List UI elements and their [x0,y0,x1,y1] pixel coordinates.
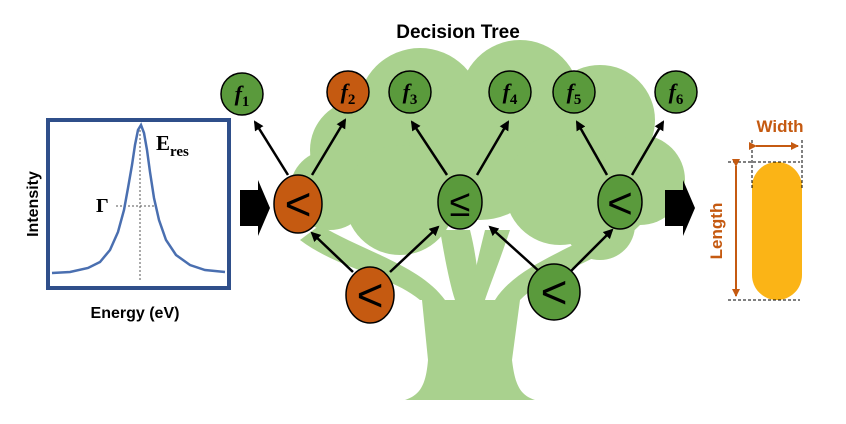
resonance-energy-label: Eres [156,131,189,160]
svg-text:<: < [607,179,633,228]
svg-text:f6: f6 [669,79,684,108]
svg-text:<: < [285,178,312,230]
spectrum-frame [46,118,231,290]
nanorod-output: Width Length [707,117,804,301]
decision-node-bottom-left: < [345,266,395,324]
tree-edges [253,118,665,273]
svg-text:f4: f4 [503,79,518,108]
svg-text:f2: f2 [341,79,356,108]
feature-node-1: f1 [220,72,264,116]
svg-text:f5: f5 [567,79,582,108]
output-block-arrow [665,180,695,236]
feature-node-3: f3 [388,70,432,114]
feature-node-4: f4 [488,70,532,114]
nanorod-shape [752,162,802,300]
decision-node-right-mid: < [597,174,643,230]
spectrum-x-label: Energy (eV) [91,305,180,322]
svg-text:f3: f3 [403,79,418,108]
decision-node-bottom-right: < [527,263,581,321]
feature-node-5: f5 [552,70,596,114]
linewidth-label: Γ [96,195,109,217]
svg-text:<: < [541,266,568,318]
diagram-title: Decision Tree [396,22,520,43]
decision-node-center-mid: ≤ [437,174,483,230]
length-label: Length [707,203,726,260]
input-block-arrow [240,180,270,236]
decision-node-left-mid: < [273,174,323,234]
spectrum-y-label: Intensity [25,171,42,237]
spectrum-panel: Eres Γ Intensity Energy (eV) [25,118,231,322]
svg-text:<: < [357,269,384,321]
feature-node-6: f6 [654,70,698,114]
svg-text:f1: f1 [235,81,250,110]
feature-node-2: f2 [326,70,370,114]
spectrum-curve [51,122,226,275]
width-label: Width [756,117,803,136]
svg-text:≤: ≤ [450,183,471,225]
